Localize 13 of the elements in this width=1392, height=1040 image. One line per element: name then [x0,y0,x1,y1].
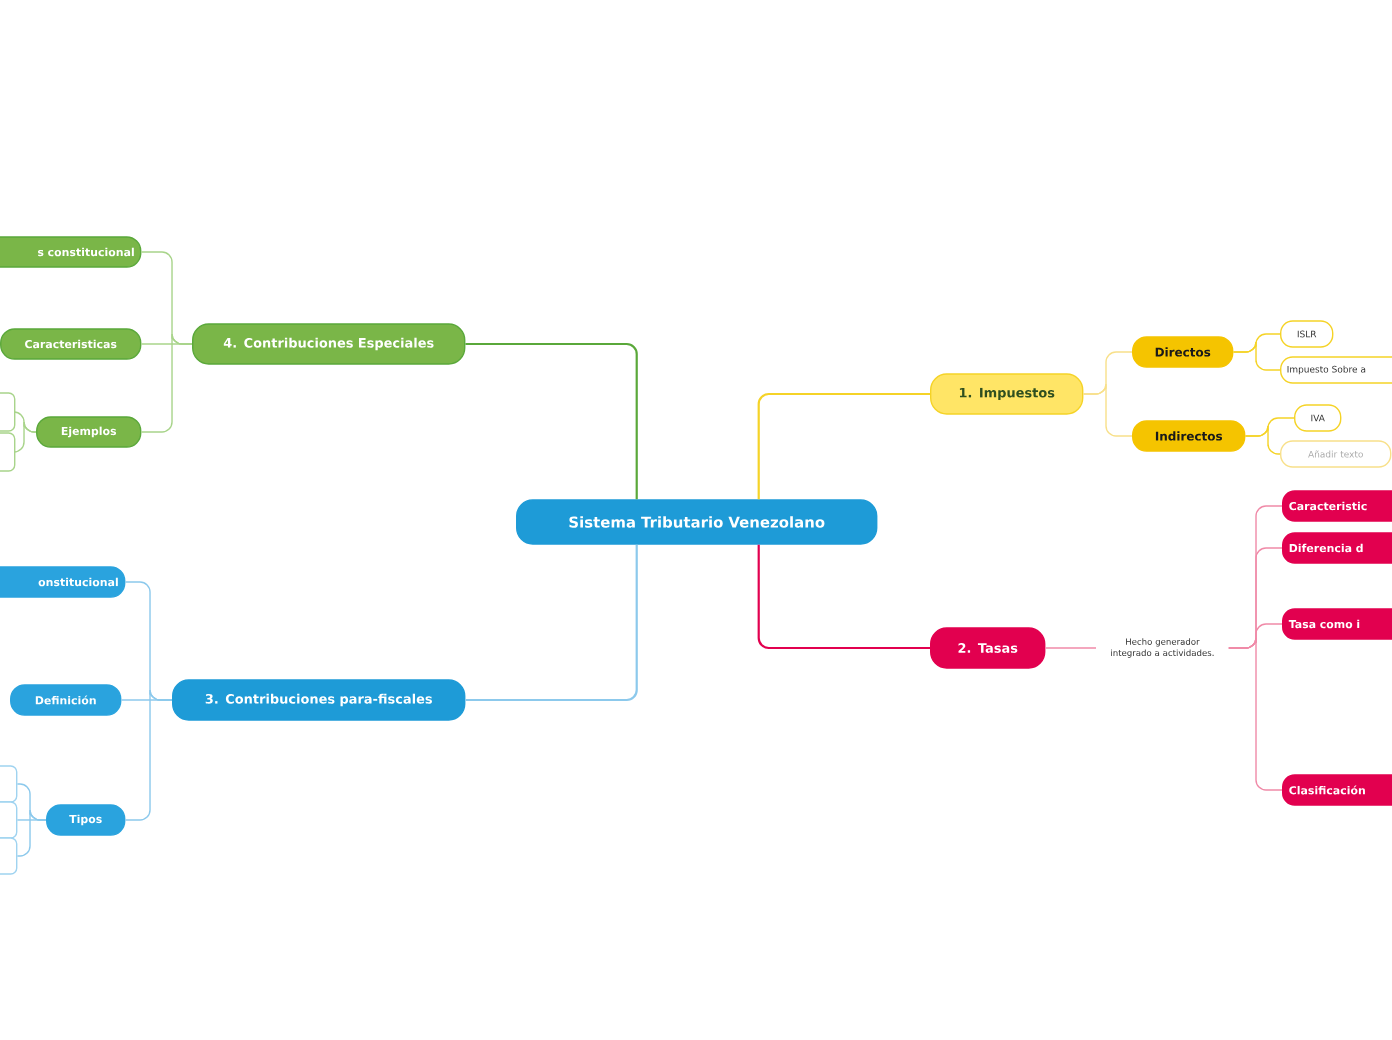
connector-line [1082,383,1133,437]
connector-line [124,689,173,821]
connector-line [1244,425,1281,455]
connector-line [1044,647,1097,649]
connector-line [757,392,930,500]
connector-line [1228,637,1283,791]
connector-line [16,809,47,857]
connector-line [1232,341,1281,371]
connector-line [140,333,193,433]
connector-line [465,342,638,500]
connector-line [757,544,930,650]
connector-line [13,421,37,453]
connector-line [465,544,638,702]
